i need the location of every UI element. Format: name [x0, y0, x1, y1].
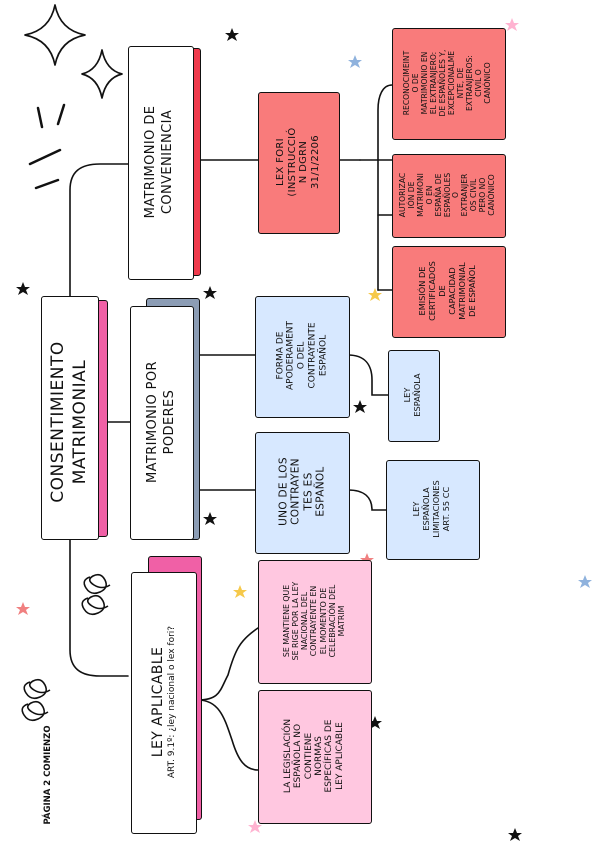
forma-node [255, 296, 350, 418]
emision-label: EMISIÓN DE CERTIFICADOS DE CAPACIDAD MAT… [417, 261, 477, 321]
ley-espanola-label: LEY ESPAÑOLA [402, 373, 422, 417]
star-icon [16, 602, 30, 615]
root-label: CONSENTIMIENTO MATRIMONIAL [47, 341, 90, 503]
star-icon [505, 18, 519, 31]
sparkle-icon [81, 49, 123, 99]
poderes-label: MATRIMONIO POR PODERES [145, 361, 177, 483]
ley-espanola-limit-node [386, 460, 480, 560]
spiral-icons [21, 573, 111, 722]
star-icon [16, 282, 30, 295]
star-icon [203, 286, 217, 299]
star-icon [225, 28, 239, 41]
ley-aplicable-label-group: LEY APLICABLE ART. 9.1º: ¿ley nacional o… [135, 579, 191, 825]
forma-label: FORMA DE APODERAMENT O DEL CONTRAYENTE E… [275, 321, 329, 391]
reconocimiento-label: RECONOCIMEINT O DE MATRIMONIO EN EL EXTR… [402, 49, 492, 117]
star-icon [203, 512, 217, 525]
ley-aplicable-title: LEY APLICABLE [149, 646, 166, 758]
ley-espanola-node [388, 350, 440, 442]
root-node [41, 296, 99, 540]
star-icon [233, 585, 247, 598]
star-icon [348, 55, 362, 68]
ley-aplicable-node [131, 572, 197, 834]
conveniencia-label: MATRIMONIO DE CONVENIENCIA [143, 105, 175, 219]
star-icon [353, 400, 367, 413]
sparkle-icon [24, 4, 86, 66]
poderes-node [130, 306, 194, 540]
se-mantiene-node [258, 560, 372, 684]
lex-fori-label: LEX FORI (INSTRUCCIÓ N DGRN 31/1/2206 [275, 127, 321, 197]
autorizacion-label: AUTORIZAC IÓN DE MATRIMONI O EN ESPAÑA D… [397, 172, 497, 218]
conveniencia-node [128, 46, 194, 280]
emision-node [392, 246, 506, 338]
ley-aplicable-subtitle: ART. 9.1º: ¿ley nacional o lex fori? [166, 625, 177, 779]
uno-label: UNO DE LOS CONTRAYEN TES ES ESPAÑOL [277, 457, 327, 526]
ley-espanola-limit-label: LEY ESPAÑOLA LIMITACIONES ART. 55 CC [411, 480, 451, 538]
star-icon [508, 828, 522, 841]
sparkle-icons [24, 4, 123, 99]
star-icon [578, 575, 592, 588]
reconocimiento-node [392, 28, 506, 140]
legislacion-node [258, 690, 372, 824]
uno-node [255, 432, 350, 554]
lex-fori-node [258, 92, 340, 234]
legislacion-label: LA LEGISLACIÓN ESPAÑOLA NO CONTIENE NORM… [282, 718, 345, 794]
burst-lines [28, 103, 66, 190]
star-icon [248, 820, 262, 833]
page-footer-label: PÁGINA 2 COMIENZO [43, 725, 53, 825]
star-icon [368, 288, 382, 301]
se-mantiene-label: SE MANTIENE QUE SE RIGE POR LA LEY NACIO… [281, 581, 346, 661]
autorizacion-node [392, 154, 506, 238]
